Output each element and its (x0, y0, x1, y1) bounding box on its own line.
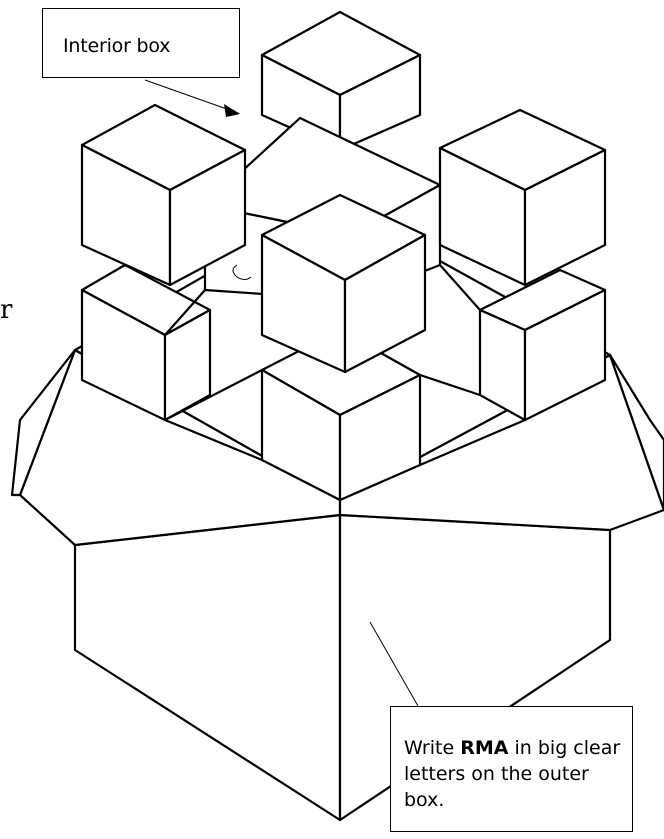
cube-top-left (80, 103, 247, 287)
interior-arrowhead (224, 104, 240, 117)
cube-front-center (260, 193, 427, 374)
interior-leader (144, 79, 239, 114)
rma-callout: Write RMA in big clear letters on the ou… (390, 706, 633, 832)
interior-box-label: Interior box (63, 35, 171, 57)
rma-prefix: Write (404, 737, 461, 759)
outer-box-left-face (73, 513, 342, 822)
interior-box-stack (73, 10, 612, 502)
right-flap (338, 353, 664, 532)
rma-bold: RMA (460, 737, 509, 759)
leader-lines (144, 79, 419, 707)
edge-glyph: r (0, 295, 13, 325)
interior-box-callout: Interior box (42, 8, 240, 78)
left-flap-side (10, 348, 77, 497)
cube-low-right (478, 268, 607, 422)
separator-lines (163, 263, 527, 467)
rma-suffix: in big clear letters on the outer box. (404, 737, 621, 811)
cube-top-back (260, 10, 422, 152)
cube-low-left (80, 263, 212, 422)
cube-top-right (438, 108, 607, 287)
right-flap-side (608, 353, 664, 512)
rma-leader (369, 621, 419, 707)
hook-mark (232, 264, 252, 280)
